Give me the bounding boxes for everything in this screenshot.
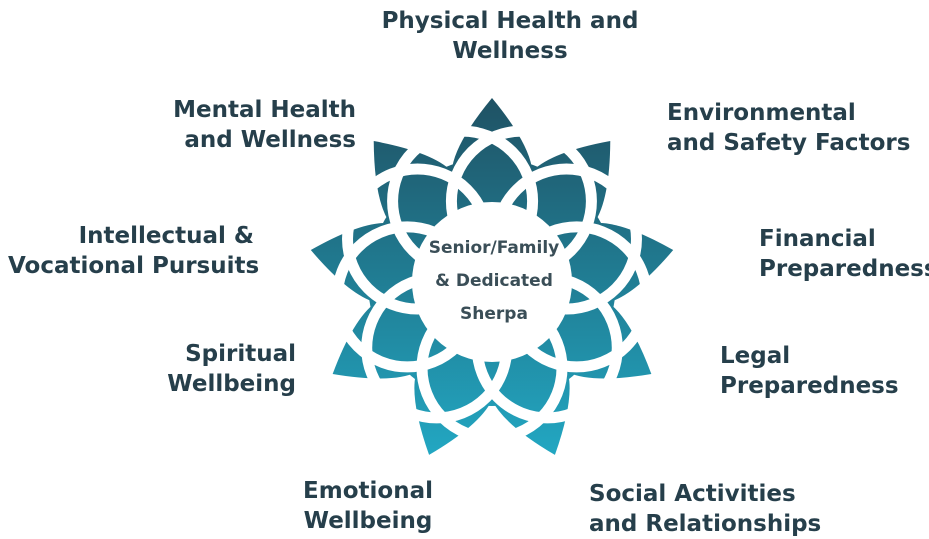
label-line: Wellness: [452, 38, 568, 64]
label-environmental-safety: Environmental and Safety Factors: [667, 98, 910, 158]
center-circle: [412, 202, 572, 362]
label-line: and Safety Factors: [667, 130, 911, 156]
label-line: Wellbeing: [303, 508, 433, 534]
label-line: Mental Health: [173, 97, 356, 123]
label-intellectual-vocational: Intellectual & Vocational Pursuits: [8, 221, 260, 281]
label-line: Spiritual: [185, 341, 296, 367]
label-line: Social Activities: [589, 481, 796, 507]
center-line: Sherpa: [460, 304, 528, 324]
label-financial-preparedness: Financial Preparedness: [759, 224, 929, 284]
label-line: Physical Health and: [381, 8, 639, 34]
label-spiritual-wellbeing: Spiritual Wellbeing: [164, 339, 296, 399]
center-label: Senior/Family & Dedicated Sherpa: [424, 232, 564, 331]
label-emotional-wellbeing: Emotional Wellbeing: [300, 476, 436, 536]
label-line: Financial: [759, 226, 876, 252]
label-line: Vocational Pursuits: [8, 253, 260, 279]
label-line: and Wellness: [184, 127, 356, 153]
label-line: Preparedness: [759, 256, 929, 282]
label-legal-preparedness: Legal Preparedness: [720, 341, 899, 401]
ring-overlay: [331, 125, 653, 444]
label-line: Preparedness: [720, 373, 899, 399]
label-line: Wellbeing: [167, 371, 296, 397]
label-line: and Relationships: [589, 511, 822, 537]
label-mental-health: Mental Health and Wellness: [172, 95, 356, 155]
label-line: Intellectual &: [78, 223, 254, 249]
label-line: Environmental: [667, 100, 856, 126]
center-line: & Dedicated: [435, 271, 553, 291]
center-line: Senior/Family: [428, 238, 560, 258]
label-line: Emotional: [303, 478, 433, 504]
label-line: Legal: [720, 343, 791, 369]
label-physical-health: Physical Health and Wellness: [380, 6, 640, 66]
label-social-activities: Social Activities and Relationships: [589, 479, 821, 539]
